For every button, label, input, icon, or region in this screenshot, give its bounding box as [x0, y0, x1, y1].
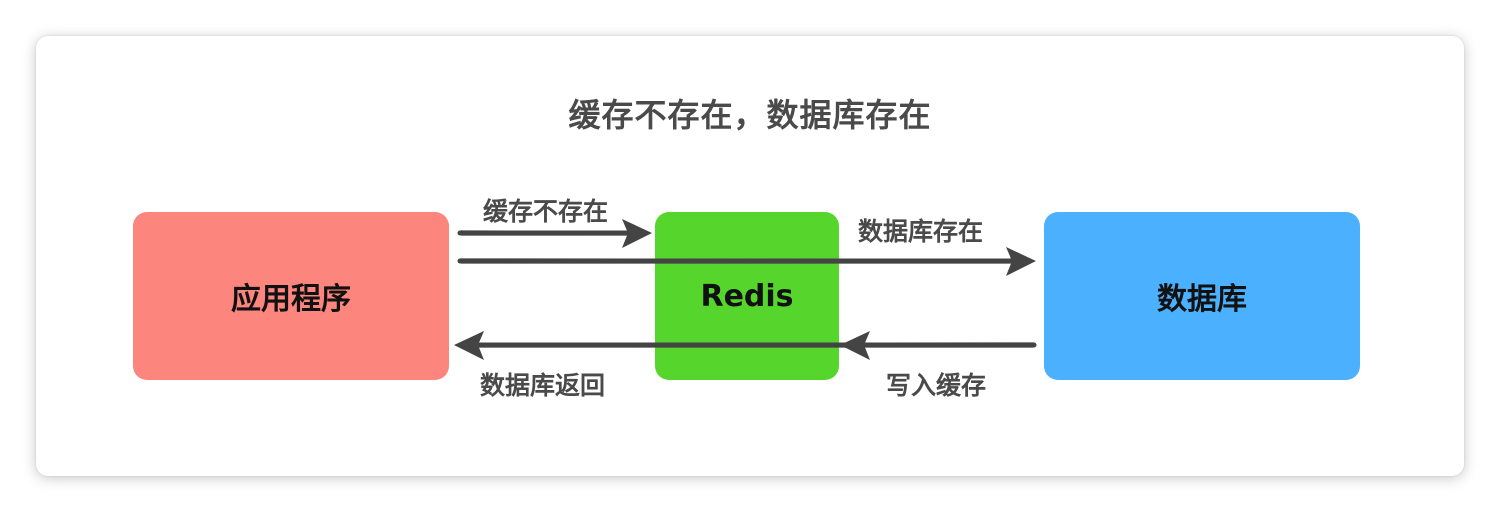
node-redis-label: Redis [700, 278, 794, 314]
node-redis: Redis [655, 212, 839, 380]
edge-db-return-label: 数据库返回 [480, 371, 606, 400]
edge-write-cache-label: 写入缓存 [886, 371, 987, 400]
node-db-label: 数据库 [1157, 282, 1247, 317]
edge-db-exists-label: 数据库存在 [858, 217, 984, 246]
node-db: 数据库 [1044, 212, 1360, 380]
diagram-title: 缓存不存在，数据库存在 [568, 96, 932, 134]
node-app-label: 应用程序 [231, 282, 351, 317]
edge-cache-miss-label: 缓存不存在 [483, 197, 609, 226]
node-app: 应用程序 [133, 212, 449, 380]
